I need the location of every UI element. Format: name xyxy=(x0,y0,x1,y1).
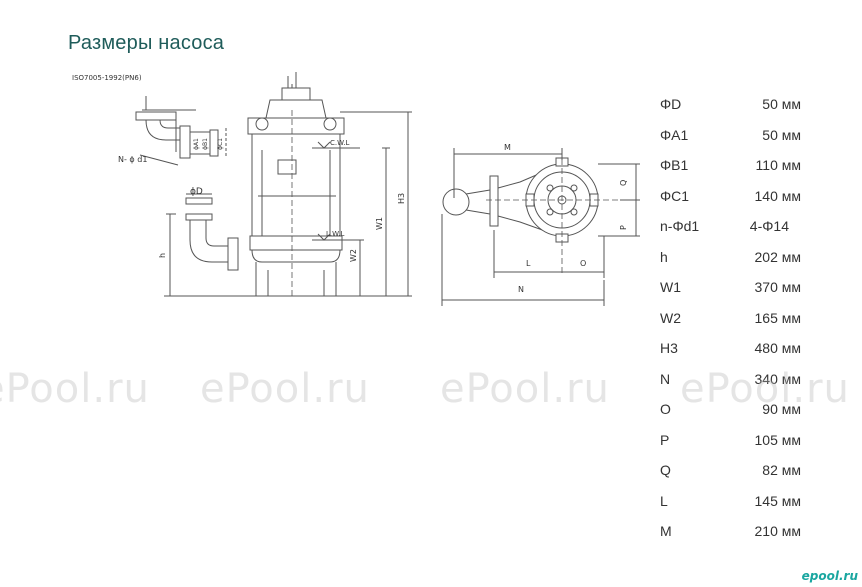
q-label: Q xyxy=(619,180,628,186)
watermark: ePool.ru xyxy=(200,366,370,412)
spec-label: ΦC1 xyxy=(660,187,690,204)
spec-label: W1 xyxy=(660,279,681,295)
standard-label: ISO7005-1992(PN6) xyxy=(72,74,142,82)
spec-row: ΦD 50 мм xyxy=(660,92,805,123)
spec-row: n-Φd1 4-Φ14 xyxy=(660,214,805,245)
spec-row: ΦB1 110 мм xyxy=(660,153,805,184)
spec-row: W2 165 мм xyxy=(660,306,805,337)
spec-label: ΦA1 xyxy=(660,126,689,143)
specs-table: ΦD 50 мм ΦA1 50 мм ΦB1 110 мм ΦC1 140 мм n-Φ… xyxy=(660,92,805,550)
spec-value: 210 мм xyxy=(754,523,802,539)
spec-value: 140 мм xyxy=(754,187,802,204)
site-logo[interactable]: epool.ru xyxy=(801,569,858,583)
spec-row: L 145 мм xyxy=(660,489,805,520)
spec-label: ΦD xyxy=(660,96,682,112)
spec-row: N 340 мм xyxy=(660,367,805,398)
n-d1-label: N- ϕ d1 xyxy=(118,155,147,164)
spec-label: W2 xyxy=(660,309,681,326)
spec-label: M xyxy=(660,523,672,539)
spec-row: ΦC1 140 мм xyxy=(660,184,805,215)
spec-label: L xyxy=(660,492,668,509)
h3-label: H3 xyxy=(397,193,406,204)
spec-value: 50 мм xyxy=(762,126,801,143)
o-label: O xyxy=(580,259,586,268)
spec-label: H3 xyxy=(660,340,678,356)
spec-value: 82 мм xyxy=(762,462,801,478)
spec-label: P xyxy=(660,431,670,448)
spec-label: h xyxy=(660,248,668,265)
n-label: N xyxy=(518,285,524,294)
spec-row: P 105 мм xyxy=(660,428,805,459)
phi-a1-label: ϕA1 xyxy=(193,138,200,150)
l-label: L xyxy=(526,259,531,268)
h-label: h xyxy=(158,253,167,258)
spec-value: 202 мм xyxy=(754,248,802,265)
spec-row: O 90 мм xyxy=(660,397,805,428)
p-label: P xyxy=(619,225,628,230)
spec-row: ΦA1 50 мм xyxy=(660,123,805,154)
spec-value: 145 мм xyxy=(754,492,802,509)
spec-value: 165 мм xyxy=(754,309,802,326)
spec-row: W1 370 мм xyxy=(660,275,805,306)
spec-value: 50 мм xyxy=(762,96,801,112)
m-label: M xyxy=(504,143,511,152)
phi-b1-label: ϕB1 xyxy=(202,138,209,150)
spec-row: Q 82 мм xyxy=(660,458,805,489)
watermark: ePool.ru xyxy=(680,366,850,412)
spec-label: ΦB1 xyxy=(660,157,689,173)
phi-d-label: ϕD xyxy=(190,187,203,197)
w2-label: W2 xyxy=(349,249,358,262)
spec-label: Q xyxy=(660,462,671,478)
spec-label: n-Φd1 xyxy=(660,218,700,234)
spec-label: N xyxy=(660,370,671,387)
spec-value: 105 мм xyxy=(754,431,802,448)
spec-value: 90 мм xyxy=(762,401,801,417)
lwl-label: L.W.L xyxy=(326,230,344,238)
spec-label: O xyxy=(660,401,671,417)
spec-value: 4-Φ14 xyxy=(749,218,789,234)
watermark: ePool.ru xyxy=(440,366,610,412)
spec-value: 110 мм xyxy=(755,157,801,173)
page-title: Размеры насоса xyxy=(68,32,225,54)
spec-row: H3 480 мм xyxy=(660,336,805,367)
spec-value: 340 мм xyxy=(754,370,802,387)
w1-label: W1 xyxy=(375,217,384,230)
cwl-label: C.W.L xyxy=(330,139,349,147)
spec-row: M 210 мм xyxy=(660,519,805,550)
spec-value: 480 мм xyxy=(754,340,802,356)
spec-value: 370 мм xyxy=(754,279,802,295)
phi-c1-label: ϕC1 xyxy=(217,138,224,150)
watermark: ePool.ru xyxy=(0,366,150,412)
spec-row: h 202 мм xyxy=(660,245,805,276)
